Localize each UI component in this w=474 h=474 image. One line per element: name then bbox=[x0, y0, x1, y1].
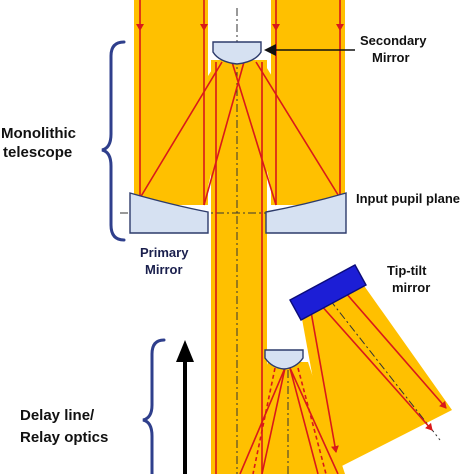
curly-brace-icon bbox=[142, 338, 166, 474]
primary-mirror-label-line1: Primary bbox=[140, 245, 189, 260]
relay-ray bbox=[239, 367, 286, 474]
input-pupil-plane-label: Input pupil plane bbox=[356, 191, 460, 206]
primary-mirror-label-line2: Mirror bbox=[145, 262, 183, 277]
secondary-mirror-label-line2: Mirror bbox=[372, 50, 410, 65]
annotation-arrows bbox=[176, 44, 355, 474]
tilted-ray bbox=[319, 303, 433, 431]
tilted-ray bbox=[344, 291, 447, 409]
tip-tilt-label-line2: mirror bbox=[392, 280, 430, 295]
tip-tilt-mirror bbox=[289, 264, 367, 321]
beams bbox=[134, 0, 452, 474]
secondary-mirror bbox=[212, 41, 262, 65]
tilted-output-beam bbox=[300, 280, 452, 472]
relay-ray bbox=[261, 367, 286, 474]
mirrors bbox=[129, 41, 367, 370]
converging-ray bbox=[139, 61, 223, 199]
delay-line-label-line2: Relay optics bbox=[20, 429, 108, 446]
arrow-left-icon bbox=[264, 44, 276, 56]
secondary-mirror-label-line1: Secondary bbox=[360, 33, 427, 48]
labels: Secondary Mirror Monolithic telescope In… bbox=[1, 33, 460, 446]
primary-mirror-left bbox=[129, 192, 209, 234]
tilted-axis bbox=[329, 299, 441, 441]
arrow-up-icon bbox=[176, 340, 194, 362]
monolithic-telescope-label-line1: Monolithic bbox=[1, 125, 76, 142]
rays bbox=[136, 0, 447, 474]
tilted-ray bbox=[309, 305, 339, 453]
converging-ray bbox=[255, 61, 341, 199]
relay-fan-beam bbox=[228, 362, 345, 474]
curly-brace-icon bbox=[101, 40, 126, 242]
relay-ray bbox=[289, 367, 339, 474]
relay-mirror bbox=[264, 349, 304, 370]
relay-ray bbox=[297, 367, 327, 474]
relay-ray bbox=[289, 367, 319, 474]
delay-line-label-line1: Delay line/ bbox=[20, 407, 95, 424]
monolithic-telescope-label-line2: telescope bbox=[3, 144, 72, 161]
tip-tilt-label-line1: Tip-tilt bbox=[387, 263, 427, 278]
converging-ray bbox=[231, 61, 277, 206]
braces bbox=[101, 40, 166, 474]
primary-mirror-right bbox=[265, 192, 347, 234]
converging-ray bbox=[203, 61, 245, 206]
